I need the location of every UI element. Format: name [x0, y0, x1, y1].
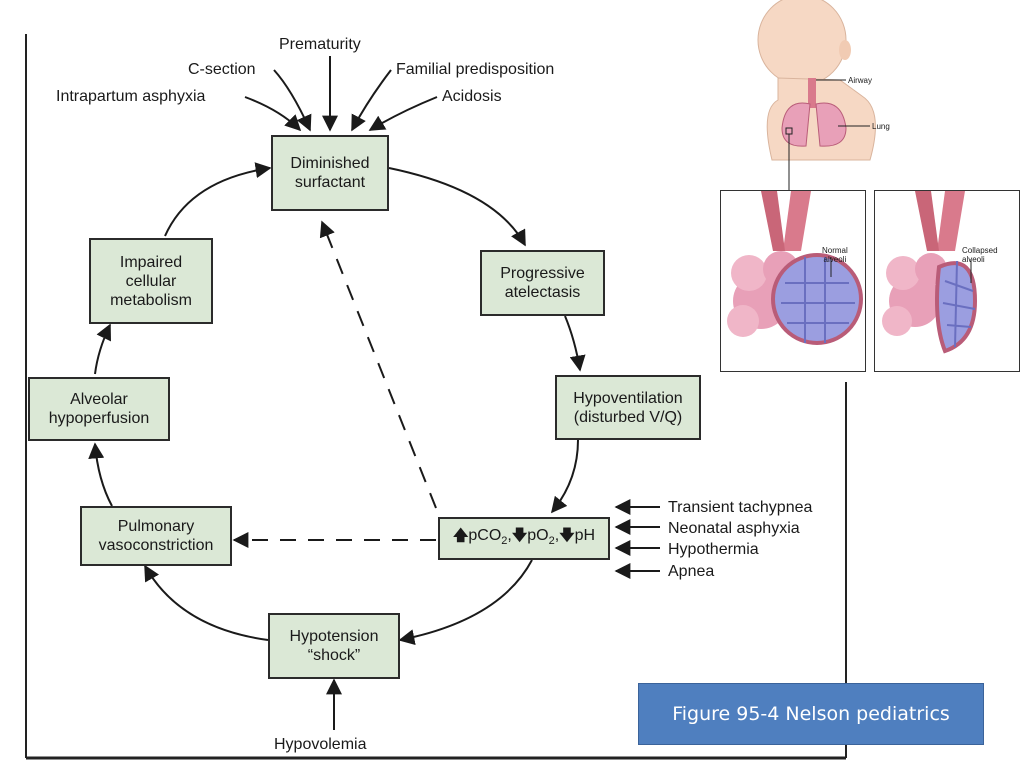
down-arrow-icon: 🡇: [511, 526, 528, 544]
node-impaired-metabolism: Impaired cellular metabolism: [89, 238, 213, 324]
arrow-metabolism-surfactant: [164, 162, 272, 237]
node-blood-gases: 🡅pCO2,🡇pO2,🡇pH: [438, 517, 610, 560]
label-acidosis: Acidosis: [442, 88, 502, 105]
label-airway: Airway: [848, 76, 873, 85]
node-progressive-atelectasis: Progressive atelectasis: [480, 250, 605, 316]
label-hypovolemia: Hypovolemia: [274, 736, 367, 753]
blood-gases-text: 🡅pCO2,🡇pO2,🡇pH: [452, 526, 596, 548]
normal-alveoli-drawing: [727, 191, 863, 345]
infant-lungs-illustration: [757, 0, 876, 190]
arrow-dashed-gases-surfactant: [319, 220, 437, 509]
label-apnea: Apnea: [668, 563, 715, 580]
arrow-asphyxia: [244, 96, 302, 132]
arrow-hypoventilation-gases: [550, 439, 579, 514]
arrow-acidosis: [368, 96, 438, 131]
node-hypotension-shock: Hypotension “shock”: [268, 613, 400, 679]
arrow-c-section: [273, 69, 312, 132]
arrow-hypotension-vasoconstriction: [144, 564, 269, 641]
arrow-familial: [351, 69, 392, 132]
label-hypothermia: Hypothermia: [668, 541, 759, 558]
arrow-hypoperfusion-metabolism: [94, 323, 111, 375]
figure-caption-label: Figure 95-4 Nelson pediatrics: [638, 683, 984, 745]
label-intrapartum-asphyxia: Intrapartum asphyxia: [56, 88, 206, 105]
arrow-gases-hypotension: [398, 559, 533, 646]
up-arrow-icon: 🡅: [452, 526, 469, 544]
node-diminished-surfactant: Diminished surfactant: [271, 135, 389, 211]
label-familial-predisposition: Familial predisposition: [396, 61, 555, 78]
label-transient-tachypnea: Transient tachypnea: [668, 499, 813, 516]
node-pulmonary-vasoconstriction: Pulmonary vasoconstriction: [80, 506, 232, 566]
label-c-section: C-section: [188, 61, 256, 78]
node-hypoventilation: Hypoventilation (disturbed V/Q): [555, 375, 701, 440]
label-prematurity: Prematurity: [279, 36, 361, 53]
label-normal-alveoli: Normal alveoli: [822, 246, 848, 264]
down-arrow-icon: 🡇: [559, 526, 575, 544]
arrow-vasoconstriction-hypoperfusion: [88, 442, 113, 507]
panel-normal-alveoli: [720, 190, 866, 372]
arrow-atelectasis-hypoventilation: [564, 315, 586, 372]
collapsed-alveoli-drawing: [882, 191, 978, 354]
label-collapsed-alveoli: Collapsed alveoli: [962, 246, 998, 264]
arrow-surfactant-atelectasis: [388, 167, 526, 247]
panel-collapsed-alveoli: [874, 190, 1020, 372]
node-alveolar-hypoperfusion: Alveolar hypoperfusion: [28, 377, 170, 441]
label-neonatal-asphyxia: Neonatal asphyxia: [668, 520, 800, 537]
label-lung: Lung: [872, 122, 890, 131]
